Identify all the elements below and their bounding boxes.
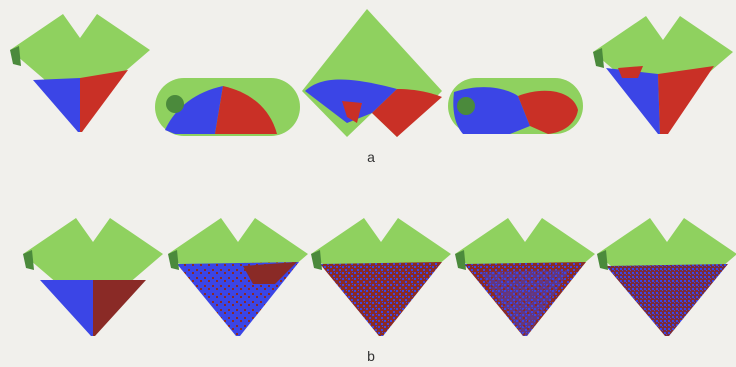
red-particles [215, 86, 277, 134]
row-a-frame-1 [10, 14, 150, 132]
panel-label-a: a [367, 149, 375, 165]
row-a-frame-3 [302, 9, 442, 137]
mixed-particles-overlay [480, 270, 570, 336]
v-shell [302, 9, 442, 137]
row-a-frame-5 [593, 16, 733, 134]
red-particles [518, 90, 578, 134]
red-particles [658, 66, 714, 134]
blue-particles [606, 68, 660, 134]
red-particles [243, 262, 297, 284]
row-b-frame-5 [597, 218, 736, 336]
panel-label-b: b [367, 348, 375, 364]
outlet-marker [593, 48, 604, 68]
red-particles [93, 280, 146, 336]
red-patch [618, 66, 643, 78]
v-shell [23, 218, 163, 336]
outlet-marker [168, 250, 179, 270]
outlet-marker [457, 97, 475, 115]
row-a-frame-4 [448, 78, 583, 134]
red-particles [80, 70, 128, 132]
row-b-frame-2 [168, 218, 308, 336]
outlet-marker [597, 250, 608, 270]
outlet-marker [311, 250, 322, 270]
red-particles [372, 89, 442, 137]
outlet-marker [166, 95, 184, 113]
outlet-marker [455, 250, 466, 270]
outlet-marker [23, 250, 34, 270]
blue-particles [40, 280, 93, 336]
red-patch [342, 101, 362, 123]
mixed-particles [606, 264, 728, 336]
blue-particles [453, 87, 530, 134]
blue-particles [305, 79, 397, 123]
row-a-frame-2 [155, 78, 300, 136]
outlet-marker [10, 46, 21, 66]
mixed-particles [320, 262, 442, 336]
blue-particles [33, 78, 80, 132]
row-b-frame-4 [455, 218, 595, 336]
row-b-frame-1 [23, 218, 163, 336]
blue-particles [165, 86, 223, 134]
row-b-frame-3 [311, 218, 451, 336]
v-shell [10, 14, 150, 132]
